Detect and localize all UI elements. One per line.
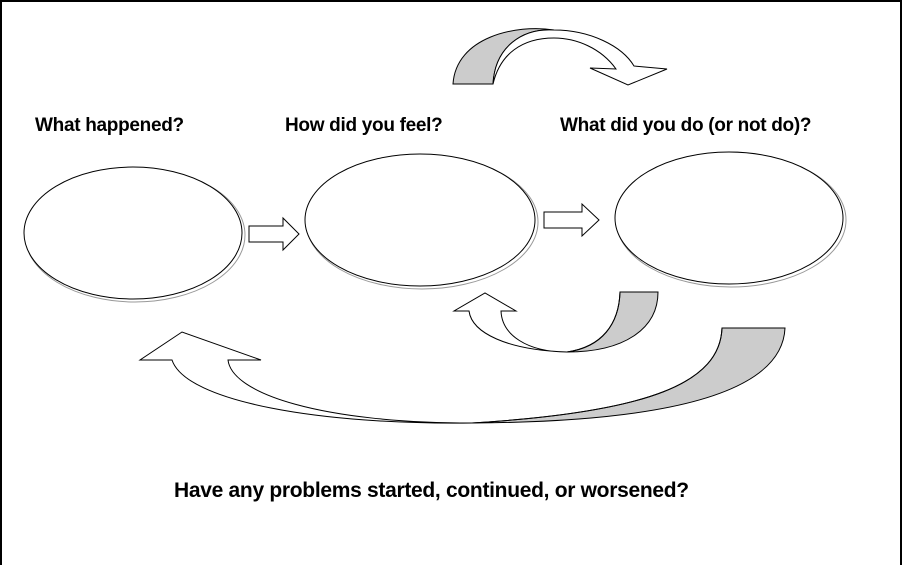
ellipse-what-happened <box>23 166 246 303</box>
curved-arrow-middle <box>452 291 659 353</box>
heading-what-happened: What happened? <box>35 115 184 136</box>
footer-question: Have any problems started, continued, or… <box>174 479 689 502</box>
ellipse-how-feel <box>304 153 539 290</box>
ellipse-what-do <box>614 151 847 288</box>
heading-how-did-you-feel: How did you feel? <box>285 115 443 136</box>
heading-what-did-you-do: What did you do (or not do)? <box>560 115 812 136</box>
curved-arrow-top <box>452 28 668 86</box>
arrow-right-2 <box>543 202 600 238</box>
curved-arrow-bottom <box>138 327 786 424</box>
arrow-right-1 <box>248 216 300 252</box>
